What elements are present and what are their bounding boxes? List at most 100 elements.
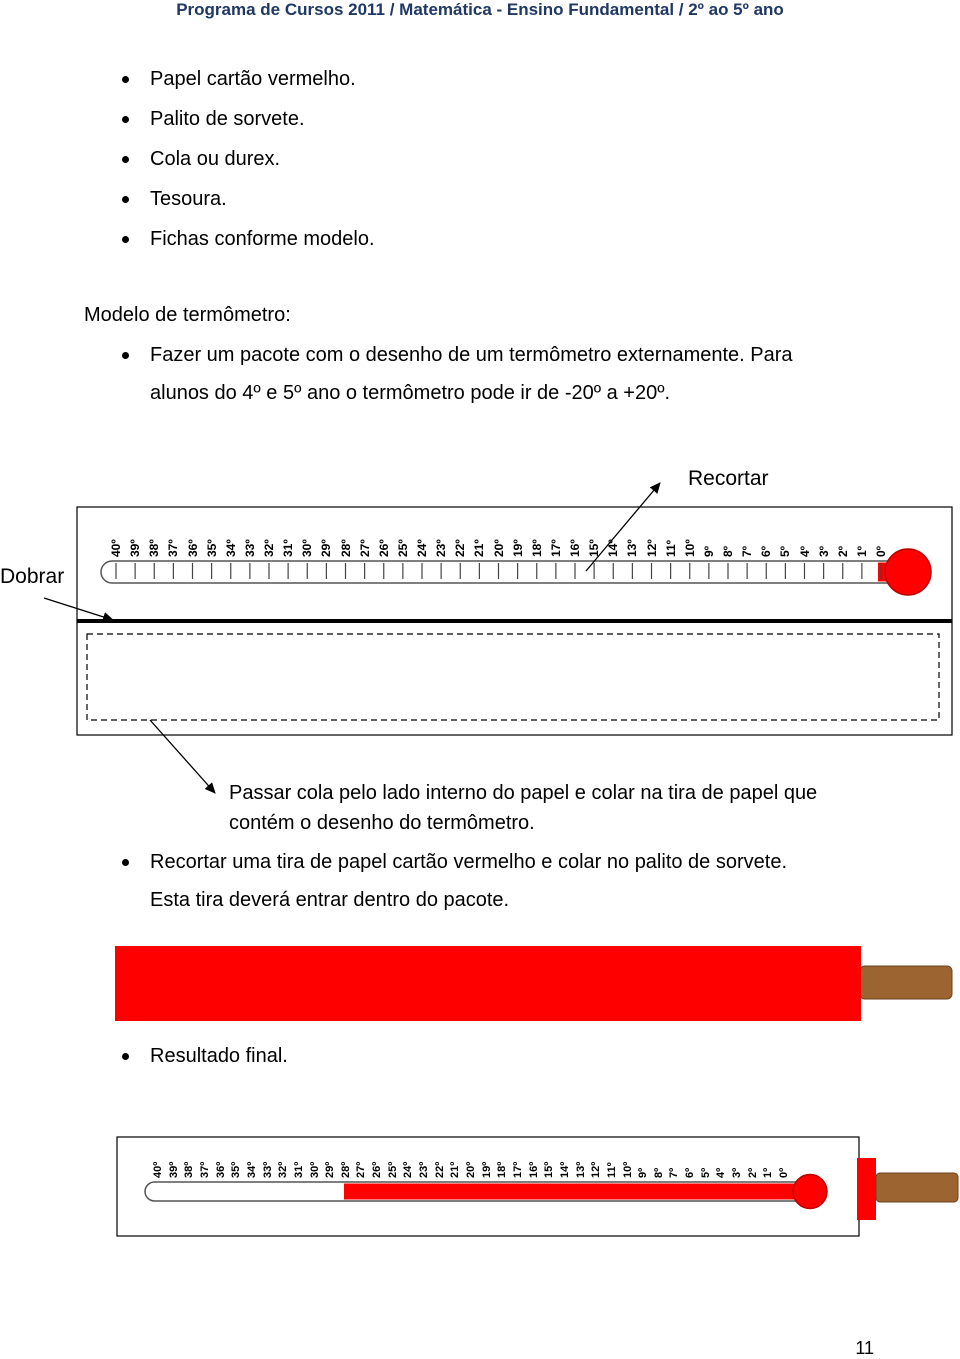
scale-label: 9º — [637, 1167, 650, 1178]
scale-label: 33º — [261, 1161, 274, 1178]
bullet-icon — [122, 352, 129, 359]
list-item: Recortar uma tira de papel cartão vermel… — [122, 850, 788, 874]
scale-label: 38º — [147, 539, 162, 557]
scale-label: 0º — [874, 545, 888, 557]
scale-label: 31º — [281, 539, 296, 557]
scale-label: 6º — [759, 545, 774, 557]
scale-label: 18º — [529, 539, 544, 557]
scale-label: 2º — [746, 1167, 759, 1178]
page-number: 11 — [855, 1338, 874, 1358]
cut-dashed-area — [86, 633, 940, 721]
scale-label: 21º — [449, 1161, 462, 1178]
scale-label: 11º — [663, 539, 678, 557]
scale-label: 23º — [434, 539, 449, 557]
bullet-icon — [122, 76, 129, 83]
thermometer-mercury — [344, 1183, 810, 1200]
scale-label: 27º — [357, 539, 372, 557]
scale-label: 8º — [721, 545, 735, 557]
scale-label: 37º — [166, 539, 181, 557]
thermometer-drawing — [100, 548, 932, 596]
list-item-continuation: Esta tira deverá entrar dentro do pacote… — [150, 889, 510, 911]
thermometer-tube — [100, 560, 909, 584]
scale-label: 29º — [324, 1161, 337, 1178]
scale-label: 21º — [472, 539, 487, 557]
scale-label: 20º — [491, 539, 506, 557]
scale-label: 30º — [300, 539, 315, 557]
scale-label: 11º — [605, 1162, 618, 1178]
page-header: Programa de Cursos 2011 / Matemática - E… — [176, 0, 784, 19]
scale-label: 17º — [511, 1161, 524, 1178]
scale-label: 36º — [214, 1161, 227, 1178]
cut-arrow — [585, 482, 661, 572]
scale-label: 10º — [682, 539, 697, 557]
scale-label: 39º — [128, 539, 143, 557]
scale-label: 20º — [465, 1161, 477, 1178]
scale-label: 0º — [778, 1167, 790, 1178]
scale-label: 7º — [740, 545, 755, 557]
result-stick — [875, 1172, 959, 1203]
scale-label: 4º — [715, 1167, 728, 1178]
popsicle-stick — [859, 965, 953, 1000]
scale-label: 16º — [527, 1161, 540, 1178]
scale-label: 1º — [762, 1167, 775, 1178]
scale-label: 6º — [684, 1167, 697, 1178]
scale-label: 2º — [835, 545, 850, 557]
list-item-continuation: alunos do 4º e 5º ano o termômetro pode … — [150, 382, 671, 404]
scale-label: 24º — [415, 539, 429, 557]
scale-label: 35º — [204, 539, 219, 557]
list-item-text: Palito de sorvete. — [150, 108, 305, 130]
scale-label: 15º — [543, 1161, 556, 1178]
list-item: Fazer um pacote com o desenho de um term… — [122, 343, 793, 367]
section-heading: Modelo de termômetro: — [84, 304, 291, 326]
scale-label: 38º — [183, 1161, 196, 1178]
scale-label: 36º — [185, 539, 200, 557]
scale-label: 27º — [355, 1161, 368, 1178]
bullet-icon — [122, 1053, 129, 1060]
scale-label: 16º — [568, 539, 582, 557]
list-item-text: Recortar uma tira de papel cartão vermel… — [150, 851, 788, 873]
scale-label: 9º — [701, 545, 716, 557]
scale-label: 35º — [230, 1161, 243, 1178]
scale-label: 28º — [339, 1161, 352, 1178]
scale-label: 39º — [167, 1161, 180, 1178]
scale-label: 34º — [223, 539, 238, 557]
scale-label: 5º — [699, 1167, 712, 1178]
scale-label: 4º — [797, 545, 812, 557]
bullet-icon — [122, 196, 129, 203]
scale-label: 3º — [731, 1167, 744, 1178]
scale-label: 25º — [386, 1161, 399, 1178]
scale-label: 22º — [433, 1161, 446, 1178]
thermometer-bulb — [792, 1173, 828, 1210]
scale-label: 40º — [109, 539, 123, 557]
scale-label: 34º — [245, 1161, 258, 1178]
scale-label: 15º — [587, 539, 602, 557]
scale-label: 26º — [371, 1161, 384, 1178]
list-item: Papel cartão vermelho. — [122, 67, 356, 91]
scale-label: 28º — [338, 539, 353, 557]
thermometer-bulb — [884, 548, 932, 596]
glue-instruction-line2: contém o desenho do termômetro. — [229, 812, 535, 834]
scale-label: 8º — [652, 1167, 665, 1178]
scale-label: 22º — [453, 539, 468, 557]
bullet-icon — [122, 116, 129, 123]
scale-label: 13º — [625, 539, 640, 557]
list-item: Palito de sorvete. — [122, 107, 305, 131]
scale-label: 5º — [778, 545, 793, 557]
scale-label: 12º — [644, 539, 659, 557]
list-item: Fichas conforme modelo. — [122, 227, 375, 251]
result-thermometer — [144, 1173, 828, 1210]
scale-label: 12º — [590, 1161, 603, 1178]
fold-label: Dobrar — [0, 565, 65, 588]
scale-label: 31º — [292, 1161, 305, 1178]
list-item-text: Papel cartão vermelho. — [150, 68, 356, 90]
scale-label: 37º — [198, 1161, 211, 1178]
glue-arrow — [149, 719, 216, 794]
list-item-text: Cola ou durex. — [150, 148, 281, 170]
scale-label: 14º — [558, 1161, 571, 1178]
list-item: Resultado final. — [122, 1044, 288, 1068]
scale-label: 32º — [262, 539, 276, 557]
scale-label: 26º — [376, 539, 391, 557]
list-item-text: Fichas conforme modelo. — [150, 228, 375, 250]
scale-label: 19º — [480, 1161, 493, 1178]
